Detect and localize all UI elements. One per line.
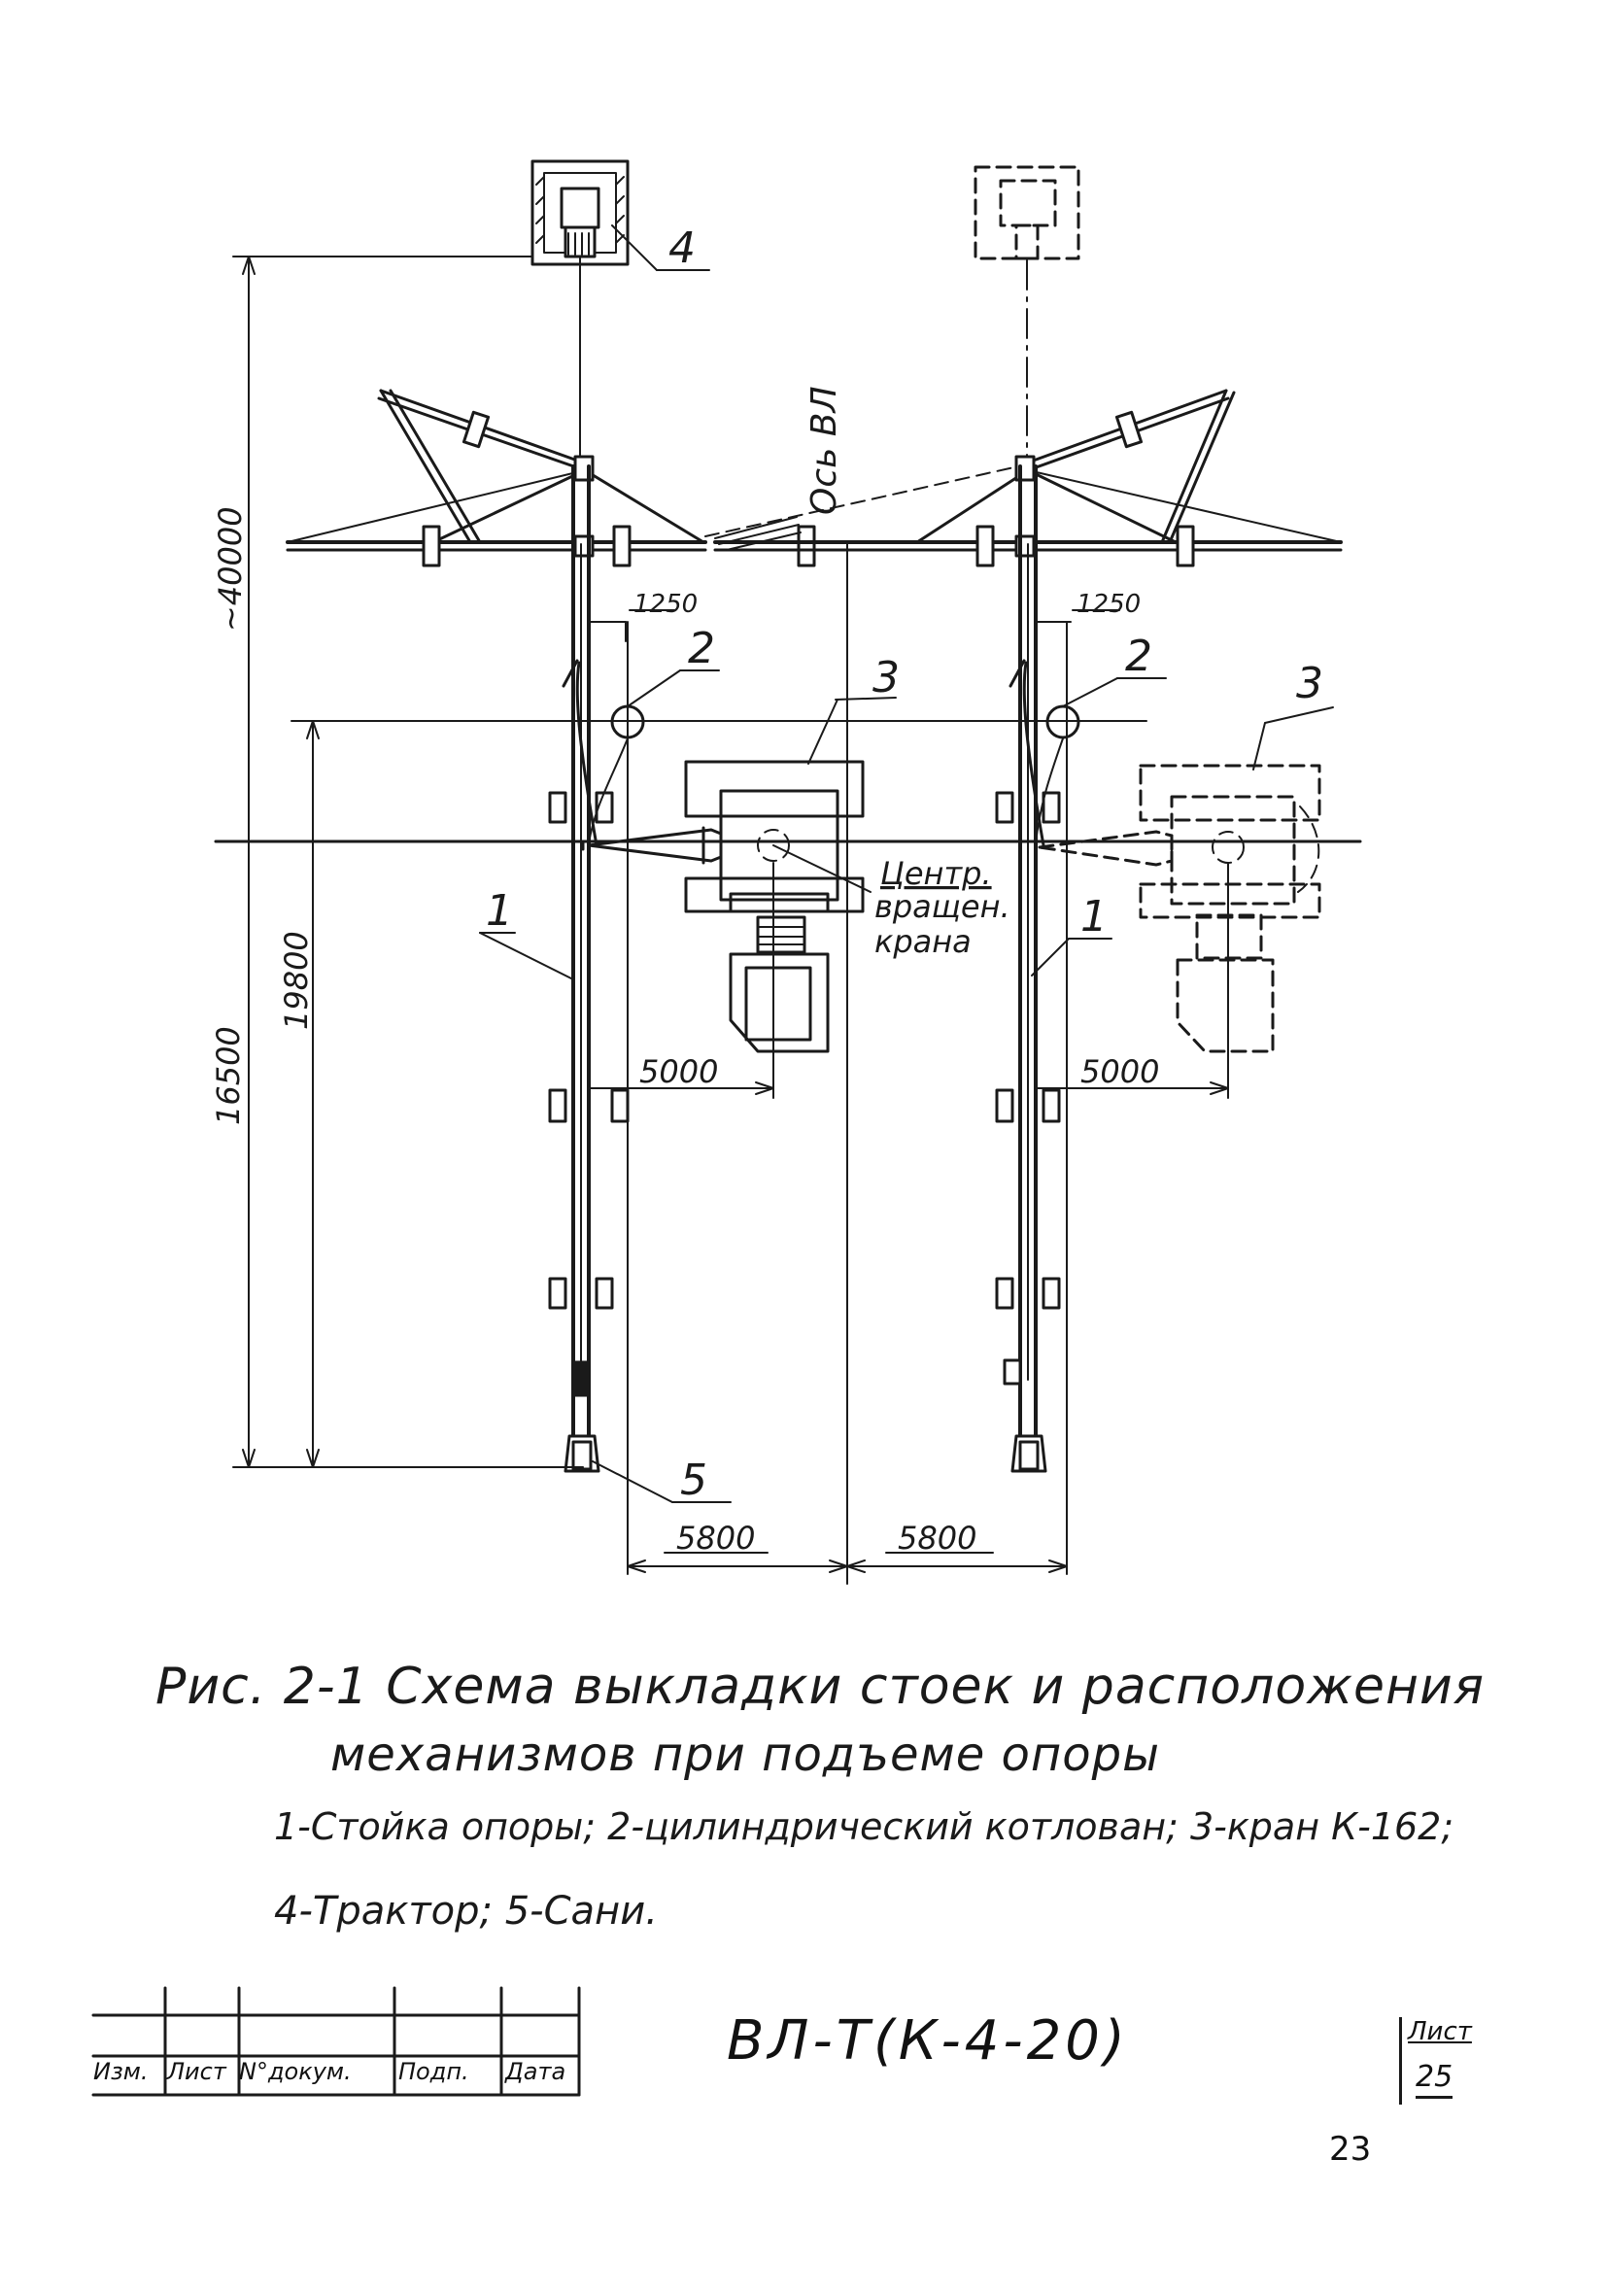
dimensions: ~40000 16500 19800 1250 1250 5000 5000 <box>210 256 1362 1585</box>
sheet-number: 25 <box>1416 2060 1453 2099</box>
line-axis-label: Ось ВЛ <box>804 386 844 515</box>
dimension-reach-right: 5000 <box>1080 1053 1159 1090</box>
dimension-total-height: ~40000 <box>212 506 249 632</box>
crane-center-label-3: крана <box>874 923 972 960</box>
tractor-left <box>530 159 630 266</box>
crane-left <box>587 760 865 1053</box>
crane-center-label-1: Центр. <box>880 855 992 892</box>
post-left <box>548 464 630 1473</box>
sheet-box: Лист 25 <box>1399 2017 1482 2105</box>
tractor-right <box>974 165 1080 260</box>
page-number: 23 <box>1329 2130 1372 2169</box>
callout-5: 5 <box>680 1456 707 1505</box>
stamp-header-signature: Подп. <box>398 2058 469 2085</box>
stamp-header-date: Дата <box>505 2058 566 2085</box>
dimension-reach-left: 5000 <box>639 1053 718 1090</box>
callout-2-right: 2 <box>1125 632 1152 681</box>
legend-line2: 4-Трактор; 5-Сани. <box>274 1889 658 1934</box>
callout-4: 4 <box>668 223 696 273</box>
figure-caption-line1: Рис. 2-1 Схема выкладки стоек и располож… <box>155 1658 1486 1716</box>
figure-caption-line2: механизмов при подъеме опоры <box>330 1728 1160 1782</box>
dimension-spacing-left: 5800 <box>676 1520 755 1557</box>
right-assembly: Ось ВЛ 2 <box>704 165 1343 1473</box>
crossarm-left <box>286 389 816 567</box>
callout-3-right: 3 <box>1296 659 1323 708</box>
crossarm-right <box>713 389 1343 567</box>
callout-2-left: 2 <box>688 624 715 673</box>
dimension-spacing-right: 5800 <box>898 1520 976 1557</box>
dimension-lower-height: 16500 <box>210 1026 247 1125</box>
left-assembly: 4 <box>232 159 1010 1505</box>
stamp-header-change: Изм. <box>93 2058 149 2085</box>
crane-center-label-2: вращен. <box>874 888 1010 925</box>
dimension-offset-left: 1250 <box>633 590 698 619</box>
post-right <box>995 464 1061 1473</box>
stamp-headers: Изм. Лист N°докум. Подп. Дата <box>93 2058 579 2091</box>
stamp-header-document: N°докум. <box>239 2058 352 2085</box>
sheet-label: Лист <box>1408 2017 1472 2046</box>
stamp-header-sheet: Лист <box>167 2058 226 2085</box>
stamp-grid <box>91 1986 581 2097</box>
legend-line1: 1-Стойка опоры; 2-цилиндрический котлова… <box>274 1805 1454 1848</box>
dimension-pit-height: 19800 <box>278 931 315 1030</box>
dimension-offset-right: 1250 <box>1077 590 1141 619</box>
document-designation: ВЛ-Т(К-4-20) <box>727 2009 1129 2073</box>
callout-1-right: 1 <box>1080 892 1108 942</box>
callout-3-left: 3 <box>872 653 900 703</box>
callout-1-left: 1 <box>486 886 513 936</box>
